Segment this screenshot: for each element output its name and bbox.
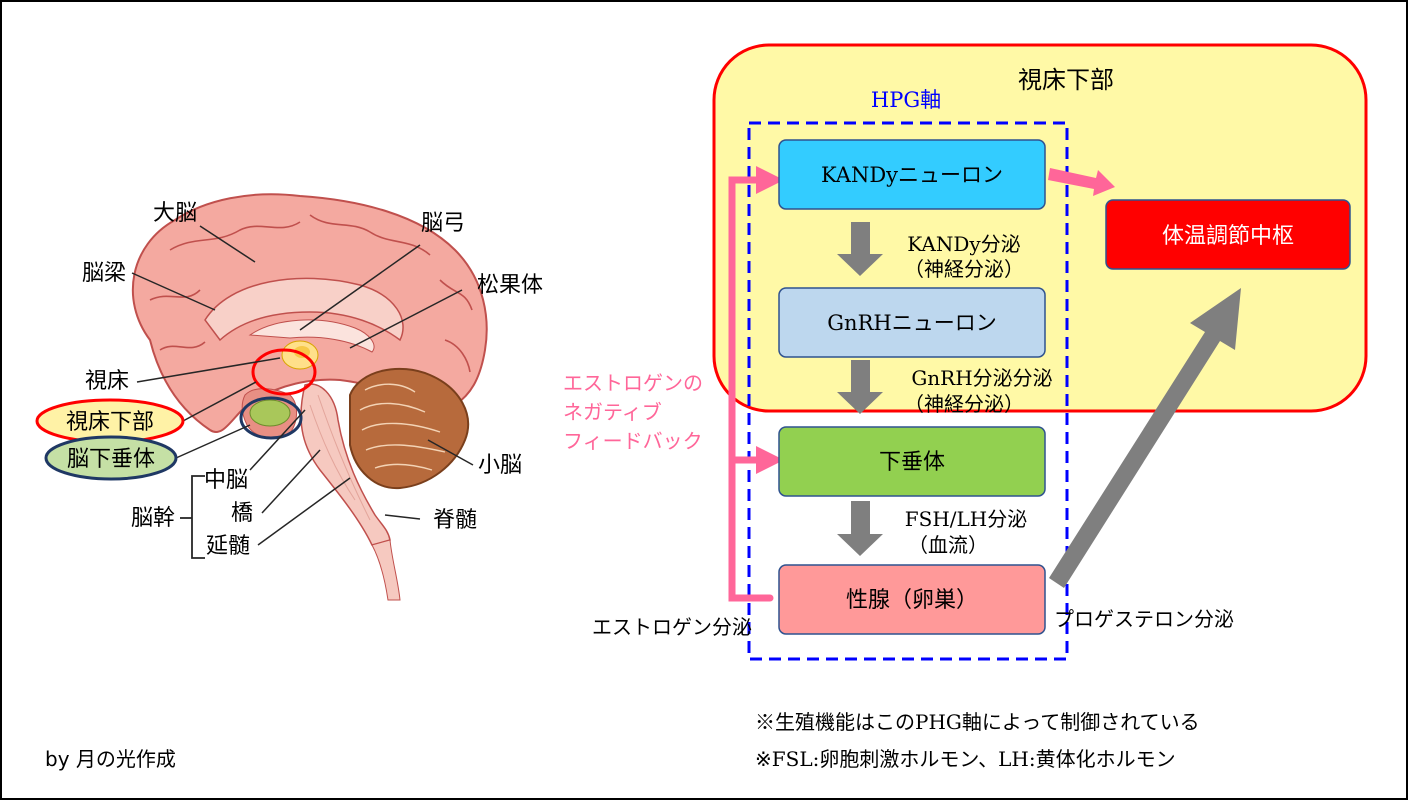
label-corpus-callosum: 脳梁 xyxy=(82,261,126,286)
edge-fsh-lh-secretion-note: （血流） xyxy=(908,533,988,557)
progesterone-secretion-label: プロゲステロン分泌 xyxy=(1054,607,1234,631)
arrow-kandy-to-thermo xyxy=(1048,168,1115,196)
label-fornix: 脳弓 xyxy=(421,211,465,236)
label-cerebrum: 大脳 xyxy=(153,201,197,226)
edge-gnrh-secretion-note: （神経分泌） xyxy=(904,392,1024,416)
label-pituitary: 脳下垂体 xyxy=(67,447,155,472)
thalamus-highlight-ring xyxy=(251,348,317,396)
label-pineal: 松果体 xyxy=(477,273,543,298)
credit-text: by 月の光作成 xyxy=(45,747,176,771)
corpus-callosum-shape xyxy=(204,277,404,342)
node-kandy-label: KANDyニューロン xyxy=(821,163,1003,187)
gyri-lines xyxy=(149,214,473,373)
label-medulla: 延髄 xyxy=(206,534,250,559)
arrow-kandy-to-gnrh xyxy=(837,222,883,276)
cerebellum-shape xyxy=(349,367,470,490)
node-gonad-label: 性腺（卵巣） xyxy=(846,588,978,613)
note-1: ※生殖機能はこのPHG軸によって制御されている xyxy=(755,710,1200,734)
brain-illustration: 大脳 脳梁 脳弓 松果体 視床 視床下部 脳下垂体 脳幹 中脳 橋 延髄 小脳 … xyxy=(35,193,543,601)
label-midbrain: 中脳 xyxy=(204,468,248,493)
leader-lines xyxy=(131,225,474,546)
label-spinal-cord: 脊髄 xyxy=(433,508,477,533)
label-hypothalamus: 視床下部 xyxy=(66,410,154,435)
node-gnrh-neuron xyxy=(778,287,1046,358)
node-gnrh-label: GnRHニューロン xyxy=(827,311,996,335)
label-pons: 橋 xyxy=(231,501,253,526)
edge-kandy-secretion: KANDy分泌 xyxy=(907,232,1020,256)
note-2: ※FSL:卵胞刺激ホルモン、LH:黄体化ホルモン xyxy=(755,747,1176,771)
arrow-gnrh-to-pituitary xyxy=(837,360,883,414)
edge-kandy-secretion-note: （神経分泌） xyxy=(904,257,1024,281)
pituitary-label-bubble xyxy=(44,435,178,481)
hpg-axis-label: HPG軸 xyxy=(871,88,941,112)
hypothalamus-title: 視床下部 xyxy=(1018,66,1114,94)
node-gonad xyxy=(778,564,1046,635)
hpg-axis-box xyxy=(747,121,1069,661)
gray-down-arrows xyxy=(837,222,883,556)
node-pituitary-label: 下垂体 xyxy=(879,450,945,475)
label-cerebellum: 小脳 xyxy=(478,453,522,478)
node-pituitary xyxy=(778,426,1046,497)
arrow-pituitary-to-gonad xyxy=(837,501,883,556)
edge-gnrh-secretion: GnRH分泌分泌 xyxy=(911,366,1052,390)
feedback-label-line3: フィードバック xyxy=(563,429,703,453)
feedback-label-line2: ネガティブ xyxy=(563,400,662,424)
label-brainstem: 脳幹 xyxy=(131,506,175,531)
node-thermo-label: 体温調節中枢 xyxy=(1162,224,1294,249)
brainstem-bracket xyxy=(191,475,205,559)
node-thermoregulation-center xyxy=(1105,199,1351,270)
feedback-bracket xyxy=(728,166,784,602)
edge-fsh-lh-secretion: FSH/LH分泌 xyxy=(905,507,1027,531)
estrogen-secretion-label: エストロゲン分泌 xyxy=(592,615,752,639)
label-thalamus: 視床 xyxy=(85,369,129,394)
arrow-gonad-to-thermo xyxy=(1049,288,1241,588)
feedback-label-line1: エストロゲンの xyxy=(563,371,703,395)
pituitary-highlight-ring xyxy=(239,396,303,440)
node-kandy-neuron xyxy=(778,139,1046,210)
brainstem-shape xyxy=(300,383,391,546)
